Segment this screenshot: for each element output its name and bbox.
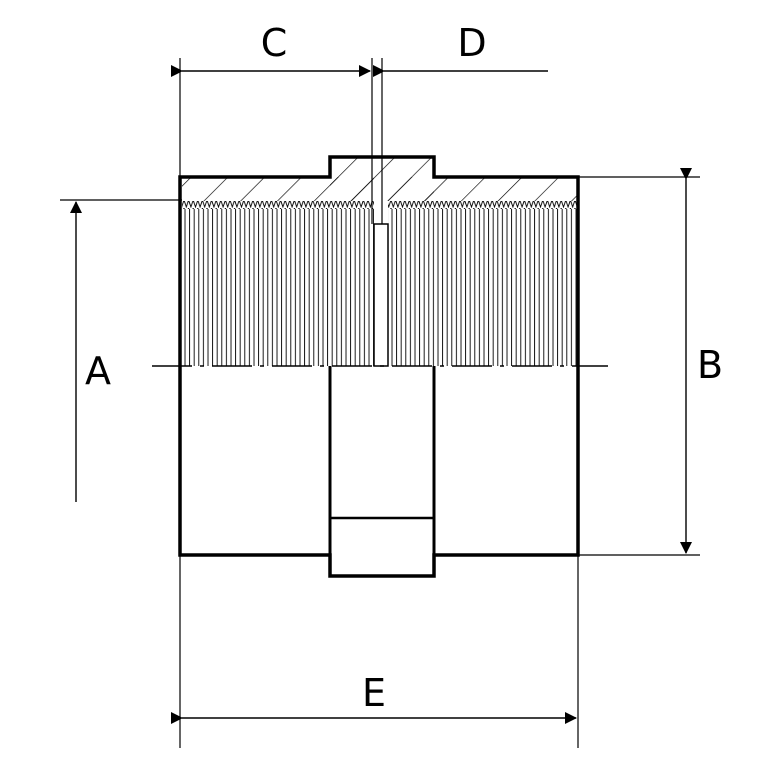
dimension-e: E bbox=[171, 555, 579, 748]
label-a: A bbox=[85, 349, 111, 393]
dimension-c-d: C D bbox=[171, 21, 548, 224]
dimension-a: A bbox=[60, 199, 182, 502]
label-e: E bbox=[362, 671, 386, 715]
thread-field-left bbox=[182, 209, 374, 366]
label-c: C bbox=[261, 21, 288, 65]
thread-teeth-right bbox=[388, 201, 577, 209]
center-slot bbox=[373, 223, 389, 367]
thread-field-right bbox=[388, 209, 577, 366]
thread-teeth-left bbox=[182, 201, 374, 209]
label-d: D bbox=[457, 21, 486, 65]
dimension-b: B bbox=[578, 168, 723, 556]
coupling-body bbox=[152, 155, 608, 578]
label-b: B bbox=[697, 343, 723, 387]
